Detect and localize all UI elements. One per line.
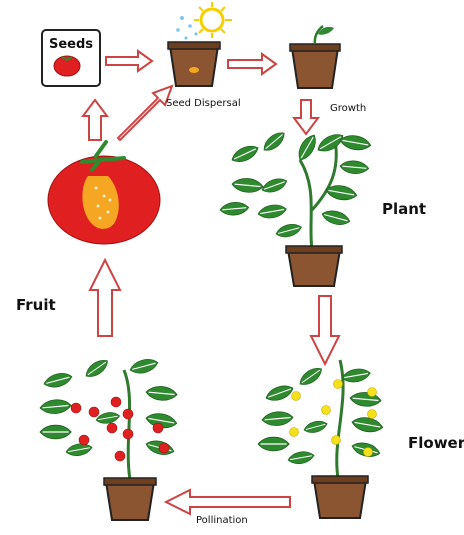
seed-packet-label: Seeds [49, 37, 93, 52]
seed-pot [168, 42, 220, 86]
cut-tomato [48, 142, 160, 244]
arrow-tomato-to-packet [83, 100, 107, 140]
green-plant [219, 129, 371, 286]
arrow-tomato-to-seed-pot [118, 86, 172, 140]
label-plant: Plant [382, 200, 426, 218]
flowering-plant [258, 360, 384, 518]
sprout-pot [290, 26, 340, 88]
label-fruit: Fruit [16, 296, 56, 314]
arrow-sprout-to-plant [294, 100, 318, 134]
label-seed-dispersal: Seed Dispersal [166, 98, 241, 109]
arrow-flower-to-fruit-plant [166, 490, 290, 514]
label-growth: Growth [330, 103, 366, 114]
seed-packet: Seeds [42, 30, 100, 86]
fruiting-plant [39, 356, 178, 520]
label-flower: Flower [408, 434, 464, 452]
arrow-pot-to-sprout [228, 54, 276, 74]
label-pollination: Pollination [196, 515, 248, 526]
sun-icon [194, 2, 232, 38]
arrow-packet-to-pot [106, 51, 152, 71]
arrow-fruit-plant-to-tomato [90, 260, 120, 336]
arrow-plant-to-flower [311, 296, 339, 364]
